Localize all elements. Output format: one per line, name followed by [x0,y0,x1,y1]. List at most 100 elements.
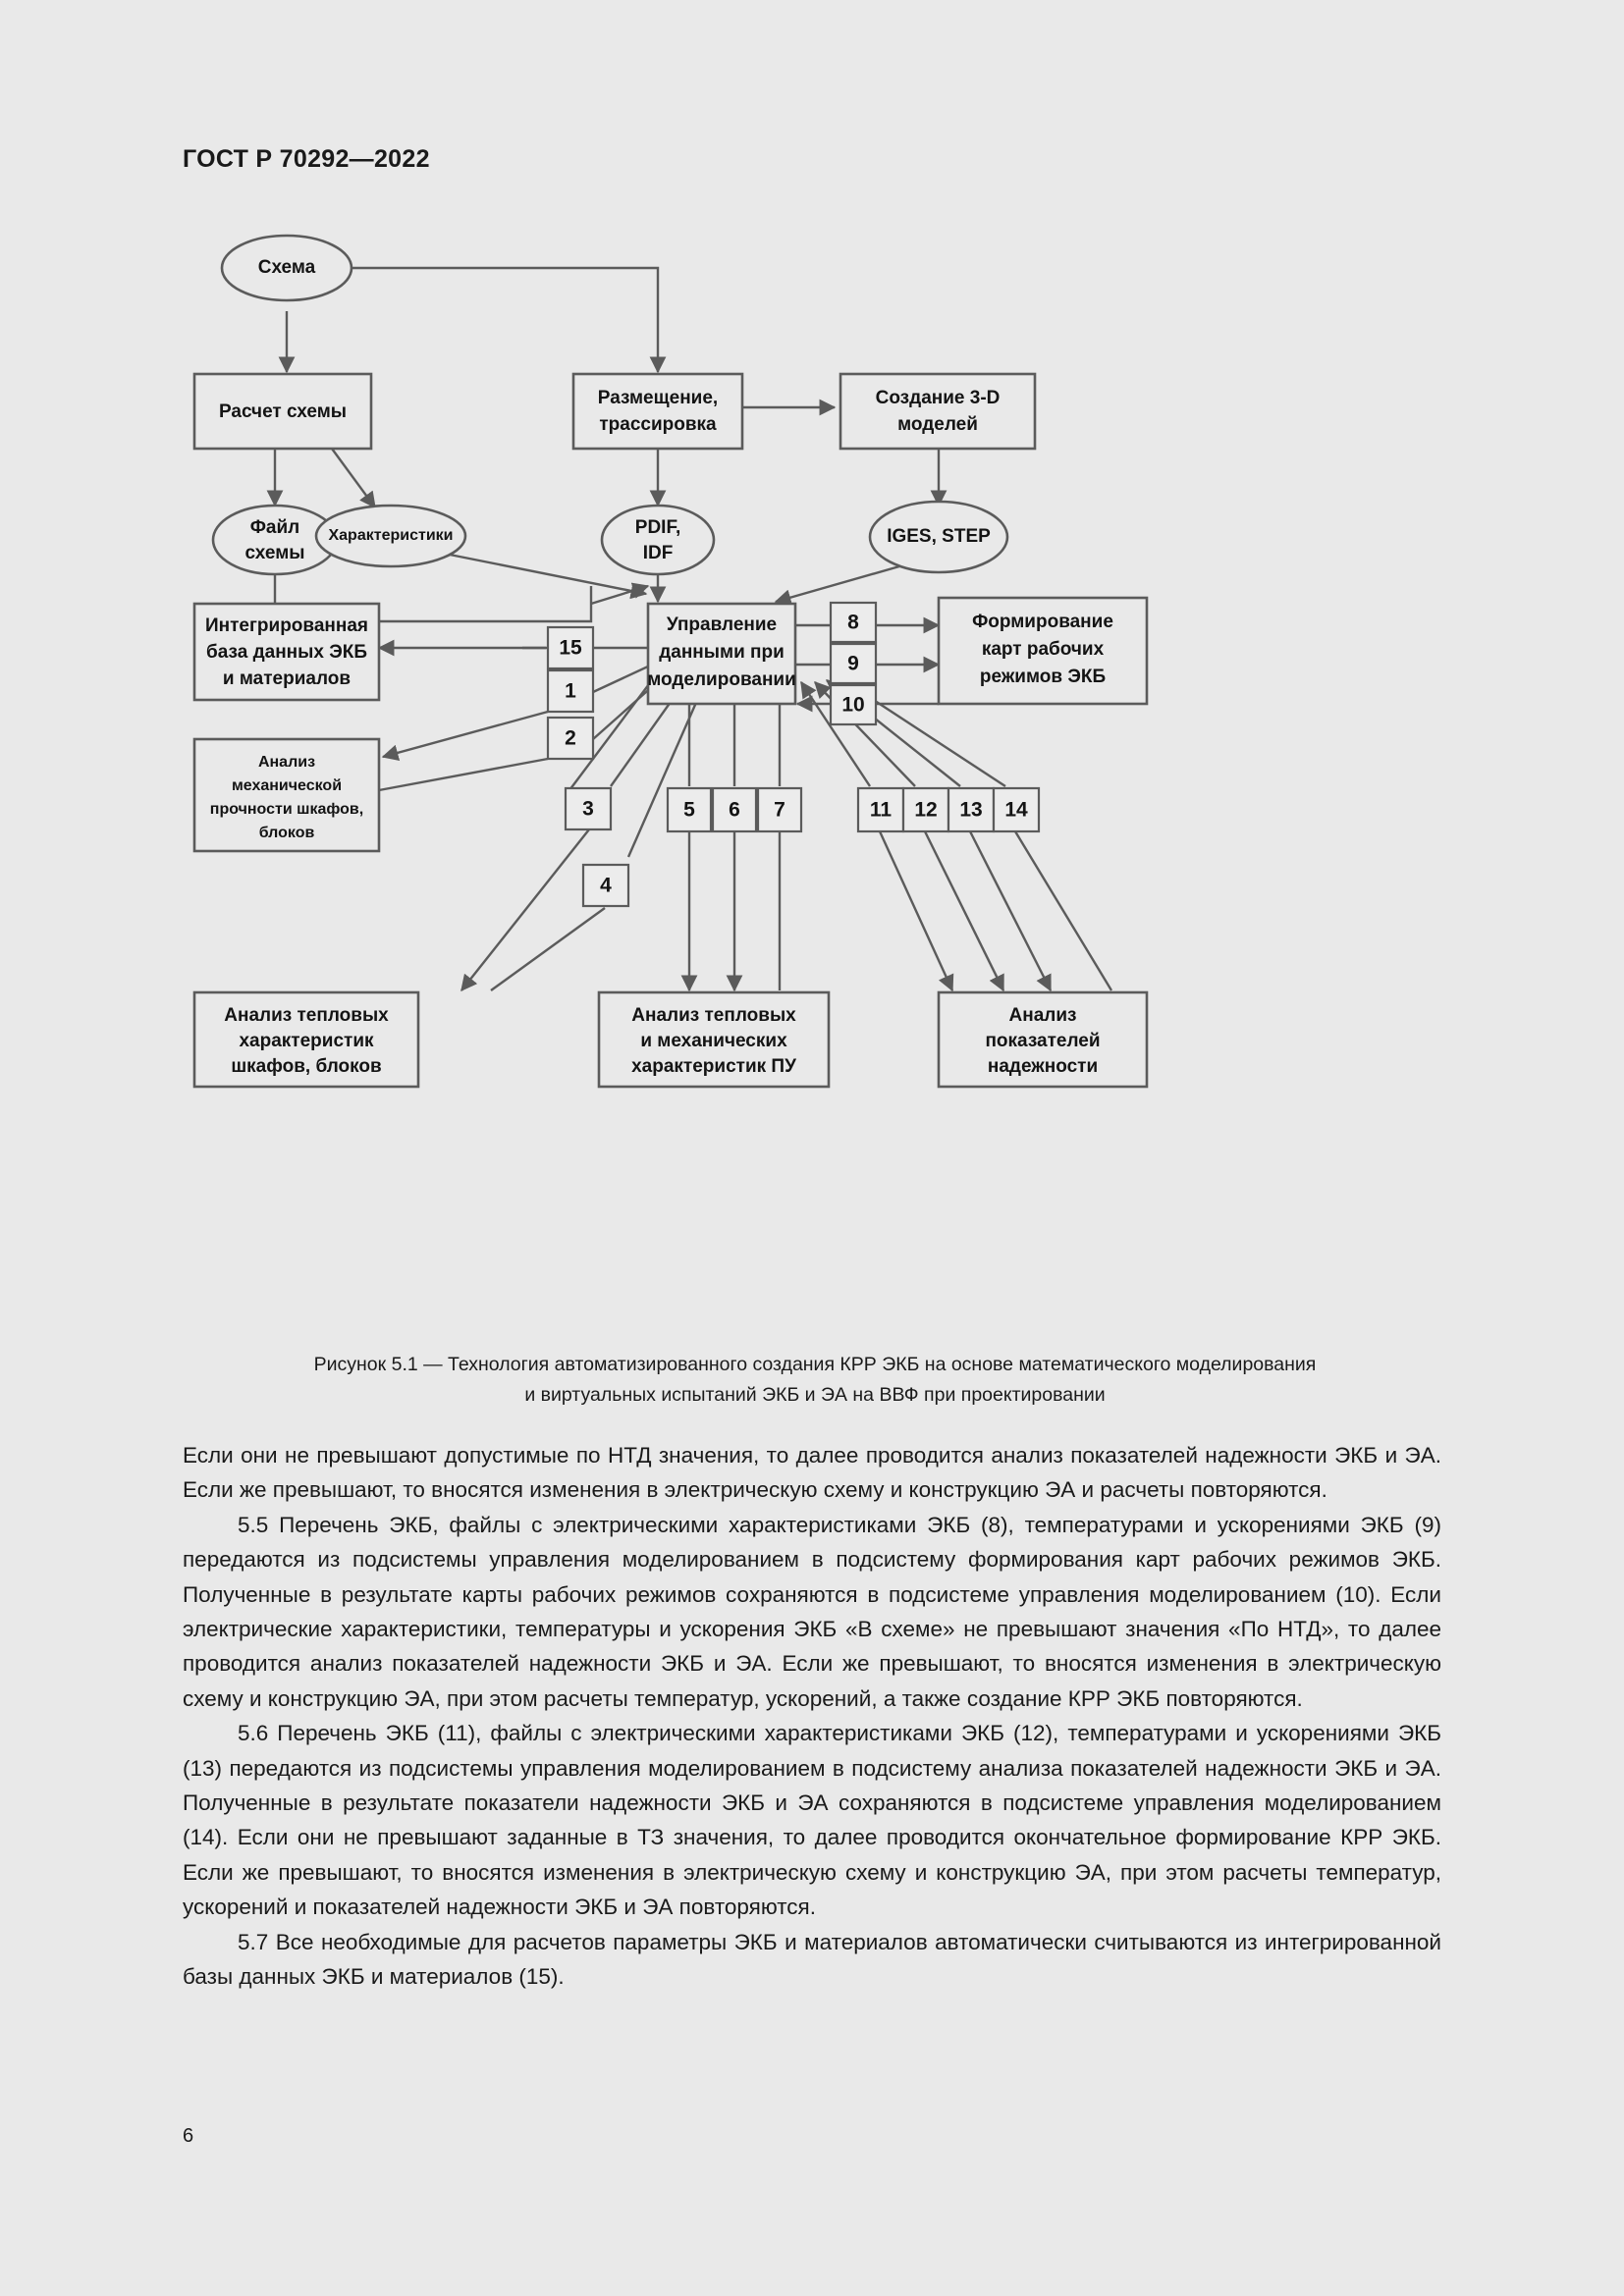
paragraph-5-7: 5.7 Все необходимые для расчетов парамет… [183,1929,1441,1990]
edge-3-to-thermal-cab [460,828,590,992]
figure-caption-line-2: и виртуальных испытаний ЭКБ и ЭА на ВВФ … [524,1384,1106,1406]
node-pdif [600,504,716,576]
node-thermal-cabinets-label-1: Анализ тепловых [224,1005,389,1026]
edge-11-to-reliab [878,830,954,992]
node-scheme-calc-label: Расчет схемы [219,401,347,422]
node-work-mode-maps [937,596,1149,706]
node-thermal-cabinets-analysis [192,990,420,1089]
connector-9 [829,642,878,685]
node-data-management-label-1: Управление [667,614,777,635]
connector-14-label: 14 [1004,799,1028,822]
node-reliability-label-2: показателей [985,1031,1100,1051]
edge-11-to-datamgmt [799,680,872,787]
edge-scheme-to-placement [352,266,667,374]
node-3d-model [839,372,1037,451]
connector-6-label: 6 [729,799,740,822]
connector-1 [546,668,595,714]
node-3d-model-label-2: моделей [897,414,978,435]
node-pdif-label-1: PDIF, [635,517,680,538]
node-work-mode-maps-label-3: режимов ЭКБ [980,667,1106,687]
edge-1-to-mech [381,710,549,762]
node-data-management-label-3: моделировании [647,669,796,690]
connector-10 [829,683,878,726]
edge-calc-to-characteristics [331,448,376,509]
connector-13-label: 13 [959,799,982,822]
node-integrated-db [192,602,381,702]
node-data-management [646,602,797,706]
edge-mech-to-2 [378,757,549,792]
node-3d-model-label-1: Создание 3-D [876,388,1001,408]
node-characteristics [314,504,467,568]
node-iges-label: IGES, STEP [887,526,991,547]
edge-thermal-cab-to-4 [490,907,606,991]
connector-4 [581,863,630,908]
connector-8 [829,601,878,644]
node-mech-strength-label-4: блоков [259,825,315,841]
connector-7-label: 7 [774,799,785,822]
node-pdif-label-2: IDF [643,543,674,563]
connector-2-label: 2 [565,727,576,750]
figure-caption: Рисунок 5.1 — Технология автоматизирован… [167,1350,1463,1411]
node-placement [571,372,744,451]
connector-9-label: 9 [847,653,859,675]
connector-12 [901,786,950,833]
node-mech-strength-label-3: прочности шкафов, [210,801,363,818]
node-thermal-mech-pu-label-1: Анализ тепловых [631,1005,796,1026]
connector-3-label: 3 [582,798,594,821]
node-placement-label-2: трассировка [599,414,717,435]
node-thermal-mech-pu-label-2: и механических [640,1031,787,1051]
node-reliability-label-3: надежности [988,1056,1098,1077]
paragraph-5-5: 5.5 Перечень ЭКБ, файлы с электрическими… [183,1512,1441,1711]
node-scheme-calc [192,372,373,451]
connector-12-label: 12 [914,799,937,822]
node-iges [868,500,1009,574]
paragraph-intro: Если они не превышают допустимые по НТД … [183,1443,1441,1503]
connector-15-label: 15 [559,637,582,660]
edge-12-to-reliab [923,830,1005,992]
node-integrated-db-label-3: и материалов [223,668,351,689]
connector-1-label: 1 [565,680,576,703]
body-text: Если они не превышают допустимые по НТД … [183,1438,1441,1995]
node-placement-label-1: Размещение, [598,388,718,408]
figure-5-1: Схема Расчет схемы Размещение, трассиров… [167,221,1463,1340]
edge-13-to-reliab [968,830,1053,992]
edge-characteristics-to-datamgmt [449,553,648,600]
connector-8-label: 8 [847,612,859,634]
node-reliability-analysis [937,990,1149,1089]
node-scheme [220,234,353,302]
node-data-management-label-2: данными при [659,642,785,663]
node-mech-strength-analysis [192,737,381,853]
node-thermal-mech-pu-analysis [597,990,831,1089]
node-scheme-label: Схема [258,257,316,278]
connector-6 [711,786,758,833]
connector-7 [756,786,803,833]
connector-14 [992,786,1041,833]
connector-3 [564,786,613,831]
connector-15 [546,625,595,670]
connector-10-label: 10 [841,694,864,717]
edge-iges-to-datamgmt [774,561,914,606]
node-scheme-file-label-1: Файл [250,517,300,538]
node-work-mode-maps-label-1: Формирование [972,612,1113,632]
node-thermal-mech-pu-label-3: характеристик ПУ [631,1056,796,1077]
page-number: 6 [183,2125,194,2147]
node-scheme-file-label-2: схемы [244,543,304,563]
node-mech-strength-label-1: Анализ [258,754,315,771]
connector-11-label: 11 [870,799,893,822]
paragraph-5-6: 5.6 Перечень ЭКБ (11), файлы с электриче… [183,1721,1441,1920]
edge-reliab-to-14 [1013,830,1113,991]
node-work-mode-maps-label-2: карт рабочих [982,639,1105,660]
node-reliability-label-1: Анализ [1009,1005,1077,1026]
node-integrated-db-label-1: Интегрированная [205,615,368,636]
connector-2 [546,716,595,761]
connector-4-label: 4 [600,875,612,897]
node-integrated-db-label-2: база данных ЭКБ [206,642,367,663]
connector-5-label: 5 [683,799,695,822]
figure-caption-line-1: Рисунок 5.1 — Технология автоматизирован… [313,1354,1317,1375]
connector-11 [856,786,905,833]
node-mech-strength-label-2: механической [232,777,342,794]
connector-5 [666,786,713,833]
node-thermal-cabinets-label-3: шкафов, блоков [231,1056,381,1077]
document-header: ГОСТ Р 70292—2022 [183,145,430,173]
